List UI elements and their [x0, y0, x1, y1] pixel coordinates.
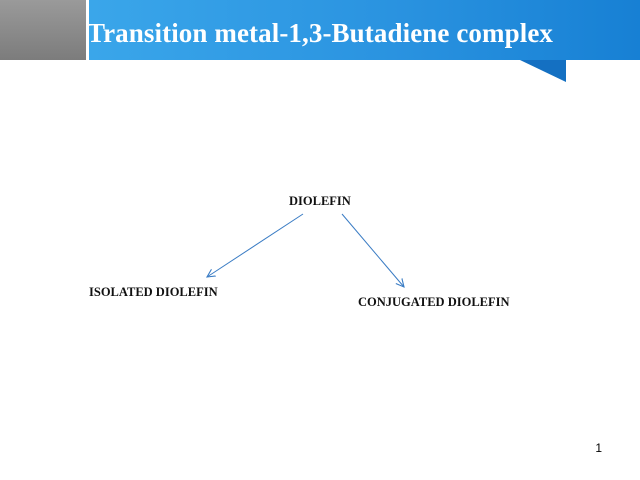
node-conjugated-diolefin: CONJUGATED DIOLEFIN [358, 295, 510, 309]
banner-blue-block [89, 0, 640, 60]
page-number: 1 [595, 441, 602, 455]
node-diolefin: DIOLEFIN [289, 194, 351, 208]
arrow-to-isolated [207, 213, 304, 277]
title-banner [0, 0, 640, 82]
node-isolated-diolefin: ISOLATED DIOLEFIN [89, 285, 218, 299]
banner-fold [520, 60, 566, 82]
banner-gray-block [0, 0, 86, 60]
slide-title: Transition metal-1,3-Butadiene complex [86, 18, 554, 48]
arrow-to-conjugated [341, 213, 404, 287]
